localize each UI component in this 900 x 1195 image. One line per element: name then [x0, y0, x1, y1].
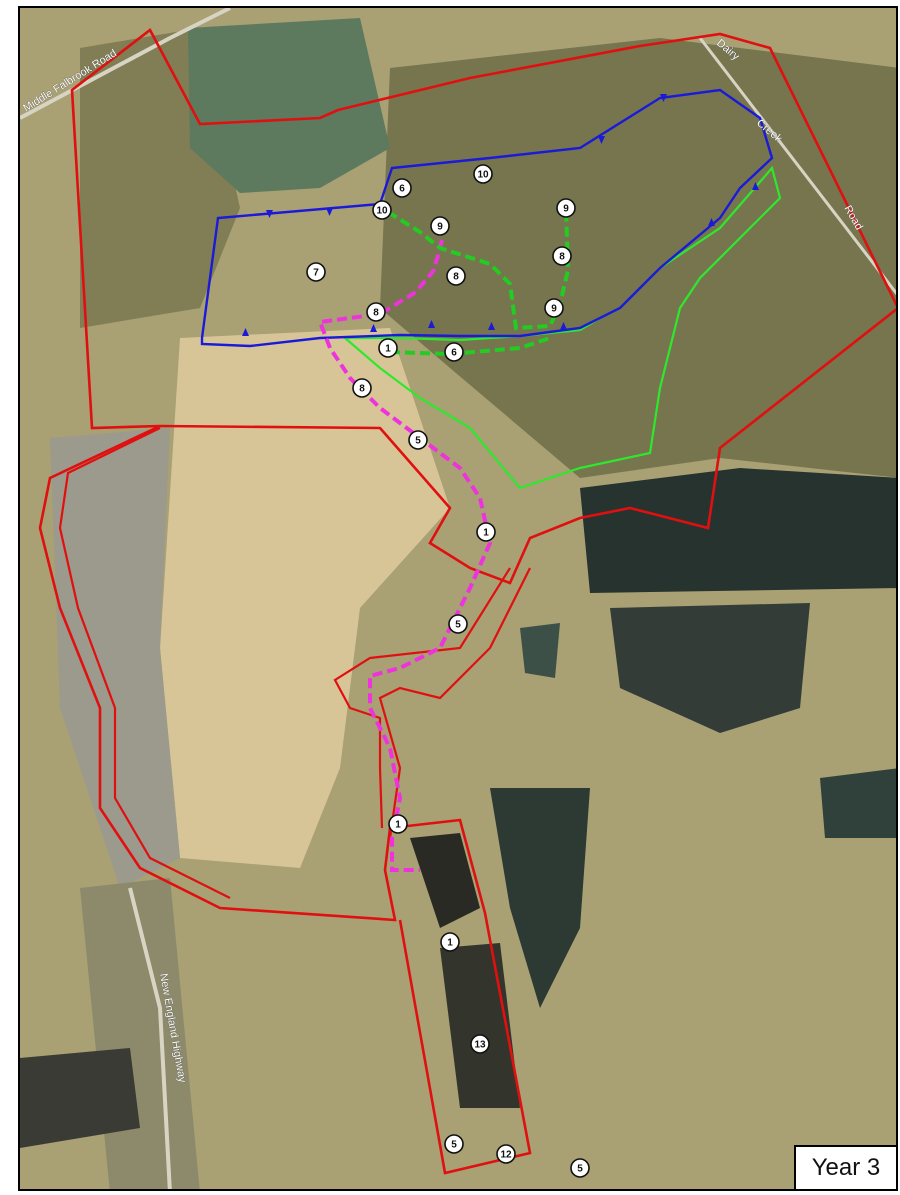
marker-19[interactable]: 13: [470, 1034, 490, 1054]
pond-small: [520, 623, 560, 678]
marker-label: 1: [447, 938, 453, 949]
marker-8[interactable]: 8: [552, 246, 572, 266]
stockpile-west: [20, 1048, 140, 1148]
marker-18[interactable]: 1: [440, 932, 460, 952]
marker-5[interactable]: 9: [430, 216, 450, 236]
marker-label: 5: [455, 620, 461, 631]
marker-10[interactable]: 8: [366, 302, 386, 322]
pipeline-green-south: [389, 336, 551, 357]
marker-15[interactable]: 1: [476, 522, 496, 542]
aerial-map[interactable]: Middle Falbrook Road Dairy Creek Road Ne…: [20, 8, 898, 1191]
marker-label: 6: [399, 184, 405, 195]
marker-11[interactable]: 1: [378, 338, 398, 358]
marker-12[interactable]: 6: [444, 342, 464, 362]
marker-circle: [366, 302, 386, 322]
pit-wall-west: [50, 428, 180, 888]
marker-circle: [470, 1034, 490, 1054]
marker-circle: [448, 614, 468, 634]
marker-circle: [440, 932, 460, 952]
marker-label: 5: [577, 1164, 583, 1175]
marker-label: 13: [474, 1040, 486, 1051]
marker-circle: [446, 266, 466, 286]
road-ne: [698, 37, 896, 296]
dam-north: [188, 18, 390, 193]
boundary-corridor-west: [333, 567, 511, 829]
marker-circle: [306, 262, 326, 282]
road-south: [128, 887, 172, 1189]
boundary-corridor-east: [378, 567, 531, 839]
marker-circle: [372, 200, 392, 220]
marker-17[interactable]: 1: [388, 814, 408, 834]
marker-label: 9: [563, 204, 569, 215]
pit-floor: [160, 328, 450, 868]
marker-label: 1: [483, 528, 489, 539]
marker-14[interactable]: 5: [408, 430, 428, 450]
marker-circle: [392, 178, 412, 198]
marker-label: 5: [415, 436, 421, 447]
stockpile-2: [440, 943, 520, 1108]
marker-21[interactable]: 12: [496, 1144, 516, 1164]
drain-flow-arrows: [242, 94, 759, 336]
year-label: Year 3: [794, 1145, 896, 1189]
marker-circle: [473, 164, 493, 184]
marker-circle: [556, 198, 576, 218]
marker-label: 8: [373, 308, 379, 319]
marker-label: 8: [359, 384, 365, 395]
marker-1[interactable]: 6: [392, 178, 412, 198]
marker-circle: [378, 338, 398, 358]
marker-circle: [544, 298, 564, 318]
pit-haul-road-boundary: [58, 427, 231, 899]
water-south: [490, 788, 590, 1008]
clean-water-drain: [200, 88, 774, 348]
pond-east: [820, 768, 896, 838]
road-nw: [20, 8, 231, 120]
marker-3[interactable]: 10: [473, 164, 493, 184]
marker-circle: [352, 378, 372, 398]
marker-7[interactable]: 8: [446, 266, 466, 286]
marker-4[interactable]: 9: [556, 198, 576, 218]
marker-circle: [444, 342, 464, 362]
marker-9[interactable]: 9: [544, 298, 564, 318]
marker-label: 9: [551, 304, 557, 315]
marker-label: 7: [313, 268, 319, 279]
marker-6[interactable]: 7: [306, 262, 326, 282]
marker-circle: [388, 814, 408, 834]
lease-boundary-pit: [38, 424, 532, 1175]
marker-label: 10: [477, 170, 489, 181]
pipeline-magenta: [317, 239, 493, 872]
marker-circle: [476, 522, 496, 542]
numbered-markers: 6 10 10 9 9 7 8 8 9 8 1 6 8 5 1 5 1 1 13 5 12 5: [306, 164, 590, 1178]
pipeline-green-north: [386, 207, 571, 331]
lease-boundary-north: [70, 28, 896, 585]
marker-label: 5: [451, 1140, 457, 1151]
forest-ne: [380, 38, 896, 478]
marker-2[interactable]: 10: [372, 200, 392, 220]
marker-label: 8: [559, 252, 565, 263]
marker-label: 9: [437, 222, 443, 233]
marker-16[interactable]: 5: [448, 614, 468, 634]
marker-label: 12: [500, 1150, 512, 1161]
marker-label: 8: [453, 272, 459, 283]
marker-label: 1: [385, 344, 391, 355]
marker-label: 1: [395, 820, 401, 831]
marker-circle: [552, 246, 572, 266]
marker-circle: [408, 430, 428, 450]
marker-circle: [570, 1158, 590, 1178]
marker-13[interactable]: 8: [352, 378, 372, 398]
marker-circle: [444, 1134, 464, 1154]
tailings-dam-east: [580, 468, 896, 593]
marker-label: 6: [451, 348, 457, 359]
stockpile-1: [410, 833, 480, 928]
marker-circle: [496, 1144, 516, 1164]
marker-circle: [430, 216, 450, 236]
marker-label: 10: [376, 206, 388, 217]
tailings-dam-middle: [610, 603, 810, 733]
marker-20[interactable]: 5: [444, 1134, 464, 1154]
map-frame: Middle Falbrook Road Dairy Creek Road Ne…: [18, 6, 898, 1191]
marker-22[interactable]: 5: [570, 1158, 590, 1178]
